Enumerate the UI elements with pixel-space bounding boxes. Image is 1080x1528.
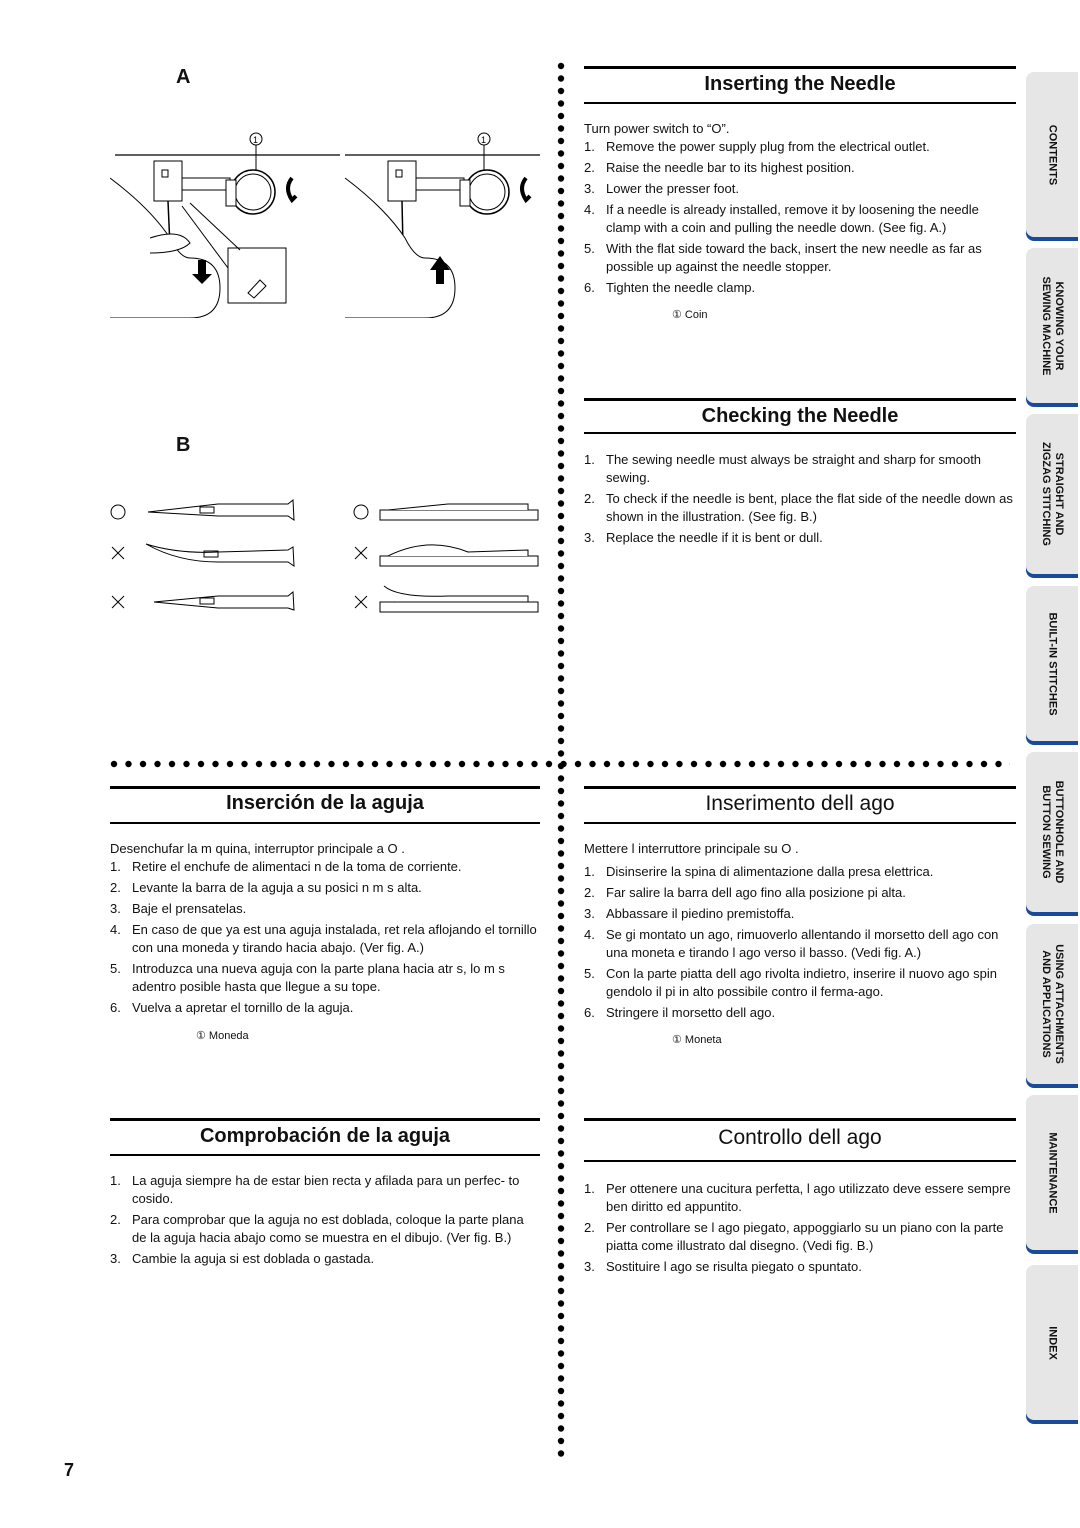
list-item: 2.Far salire la barra dell ago fino alla… <box>584 885 906 900</box>
steps-list: 1.Remove the power supply plug from the … <box>584 138 1016 300</box>
tab-index[interactable]: INDEX <box>1026 1265 1078 1420</box>
tab-straight-and-zigzag[interactable]: STRAIGHT AND ZIGZAG STITCHING <box>1026 414 1078 574</box>
list-item: 4.Se gi montato un ago, rimuoverlo allen… <box>584 927 999 960</box>
legend-coin: ① Coin <box>672 309 708 321</box>
rule <box>584 786 1016 789</box>
section-title-controllo: Controllo dell ago <box>718 1126 882 1149</box>
list-item: 6.Vuelva a apretar el tornillo de la agu… <box>110 1000 354 1015</box>
section-title-inserimento: Inserimento dell ago <box>705 792 895 815</box>
rule <box>110 822 540 824</box>
list-item: 3.Sostituire l ago se risulta piegato o … <box>584 1259 862 1274</box>
list-item: 3.Cambie la aguja si est doblada o gasta… <box>110 1251 375 1266</box>
list-item: 2.Per controllare se l ago piegato, appo… <box>584 1220 1004 1253</box>
steps-list: 1.La aguja siempre ha de estar bien rect… <box>110 1172 540 1271</box>
rule <box>110 1154 540 1156</box>
rule <box>110 786 540 789</box>
list-item: 6.Tighten the needle clamp. <box>584 280 756 295</box>
list-item: 4.En caso de que ya est una aguja instal… <box>110 922 537 955</box>
tab-buttonhole-and-button-sewing[interactable]: BUTTONHOLE AND BUTTON SEWING <box>1026 752 1078 912</box>
list-item: 1.Retire el enchufe de alimentaci n de l… <box>110 859 462 874</box>
figure-b-illustration <box>110 498 539 613</box>
tab-contents[interactable]: CONTENTS <box>1026 72 1078 237</box>
tab-using-attachments[interactable]: USING ATTACHMENTS AND APPLICATIONS <box>1026 924 1078 1084</box>
rule <box>584 1118 1016 1121</box>
figure-a-illustration: 1 1 <box>110 132 540 318</box>
list-item: 1.Per ottenere una cucitura perfetta, l … <box>584 1181 1011 1214</box>
list-item: 5.With the flat side toward the back, in… <box>584 241 982 274</box>
rule <box>584 102 1016 104</box>
rule <box>584 1160 1016 1162</box>
tab-maintenance[interactable]: MAINTENANCE <box>1026 1095 1078 1250</box>
list-item: 1.Remove the power supply plug from the … <box>584 139 930 154</box>
list-item: 6.Stringere il morsetto dell ago. <box>584 1005 776 1020</box>
steps-list: 1.Disinserire la spina di alimentazione … <box>584 863 1016 1025</box>
list-item: 3.Abbassare il piedino premistoffa. <box>584 906 795 921</box>
intro-text: Turn power switch to “O”. <box>584 121 730 136</box>
list-item: 2.Para comprobar que la aguja no est dob… <box>110 1212 524 1245</box>
list-item: 5.Con la parte piatta dell ago rivolta i… <box>584 966 997 999</box>
list-item: 1.The sewing needle must always be strai… <box>584 452 982 485</box>
list-item: 3.Baje el prensatelas. <box>110 901 247 916</box>
figure-b-label: B <box>176 434 191 456</box>
list-item: 2.Levante la barra de la aguja a su posi… <box>110 880 422 895</box>
section-title-comprobacion: Comprobación de la aguja <box>199 1125 451 1147</box>
rule <box>584 398 1016 401</box>
tab-built-in-stitches[interactable]: BUILT-IN STITCHES <box>1026 586 1078 741</box>
tab-knowing-your-sewing-machine[interactable]: KNOWING YOUR SEWING MACHINE <box>1026 248 1078 403</box>
legend-moneta: ① Moneta <box>672 1034 722 1046</box>
steps-list: 1.Per ottenere una cucitura perfetta, l … <box>584 1180 1016 1279</box>
rule <box>584 66 1016 69</box>
intro-text: Desenchufar la m quina, interruptor prin… <box>110 841 405 856</box>
list-item: 1.Disinserire la spina di alimentazione … <box>584 864 934 879</box>
svg-text:1: 1 <box>253 135 258 145</box>
list-item: 2.Raise the needle bar to its highest po… <box>584 160 855 175</box>
list-item: 1.La aguja siempre ha de estar bien rect… <box>110 1173 520 1206</box>
figure-a-label: A <box>176 66 191 88</box>
svg-text:1: 1 <box>481 135 486 145</box>
section-title-insercion: Inserción de la aguja <box>226 792 424 814</box>
list-item: 3.Lower the presser foot. <box>584 181 739 196</box>
section-title-checking-needle: Checking the Needle <box>701 405 899 427</box>
list-item: 2.To check if the needle is bent, place … <box>584 491 1013 524</box>
rule <box>584 432 1016 434</box>
intro-text: Mettere l interruttore principale su O . <box>584 841 799 856</box>
rule <box>110 1118 540 1121</box>
horizontal-dotted-divider <box>110 760 1010 768</box>
section-title-inserting-needle: Inserting the Needle <box>704 73 896 95</box>
list-item: 4.If a needle is already installed, remo… <box>584 202 979 235</box>
list-item: 3.Replace the needle if it is bent or du… <box>584 530 823 545</box>
list-item: 5.Introduzca una nueva aguja con la part… <box>110 961 505 994</box>
steps-list: 1.Retire el enchufe de alimentaci n de l… <box>110 858 540 1020</box>
rule <box>584 822 1016 824</box>
steps-list: 1.The sewing needle must always be strai… <box>584 451 1016 550</box>
page-number: 7 <box>64 1460 75 1480</box>
legend-moneda: ① Moneda <box>196 1030 249 1042</box>
